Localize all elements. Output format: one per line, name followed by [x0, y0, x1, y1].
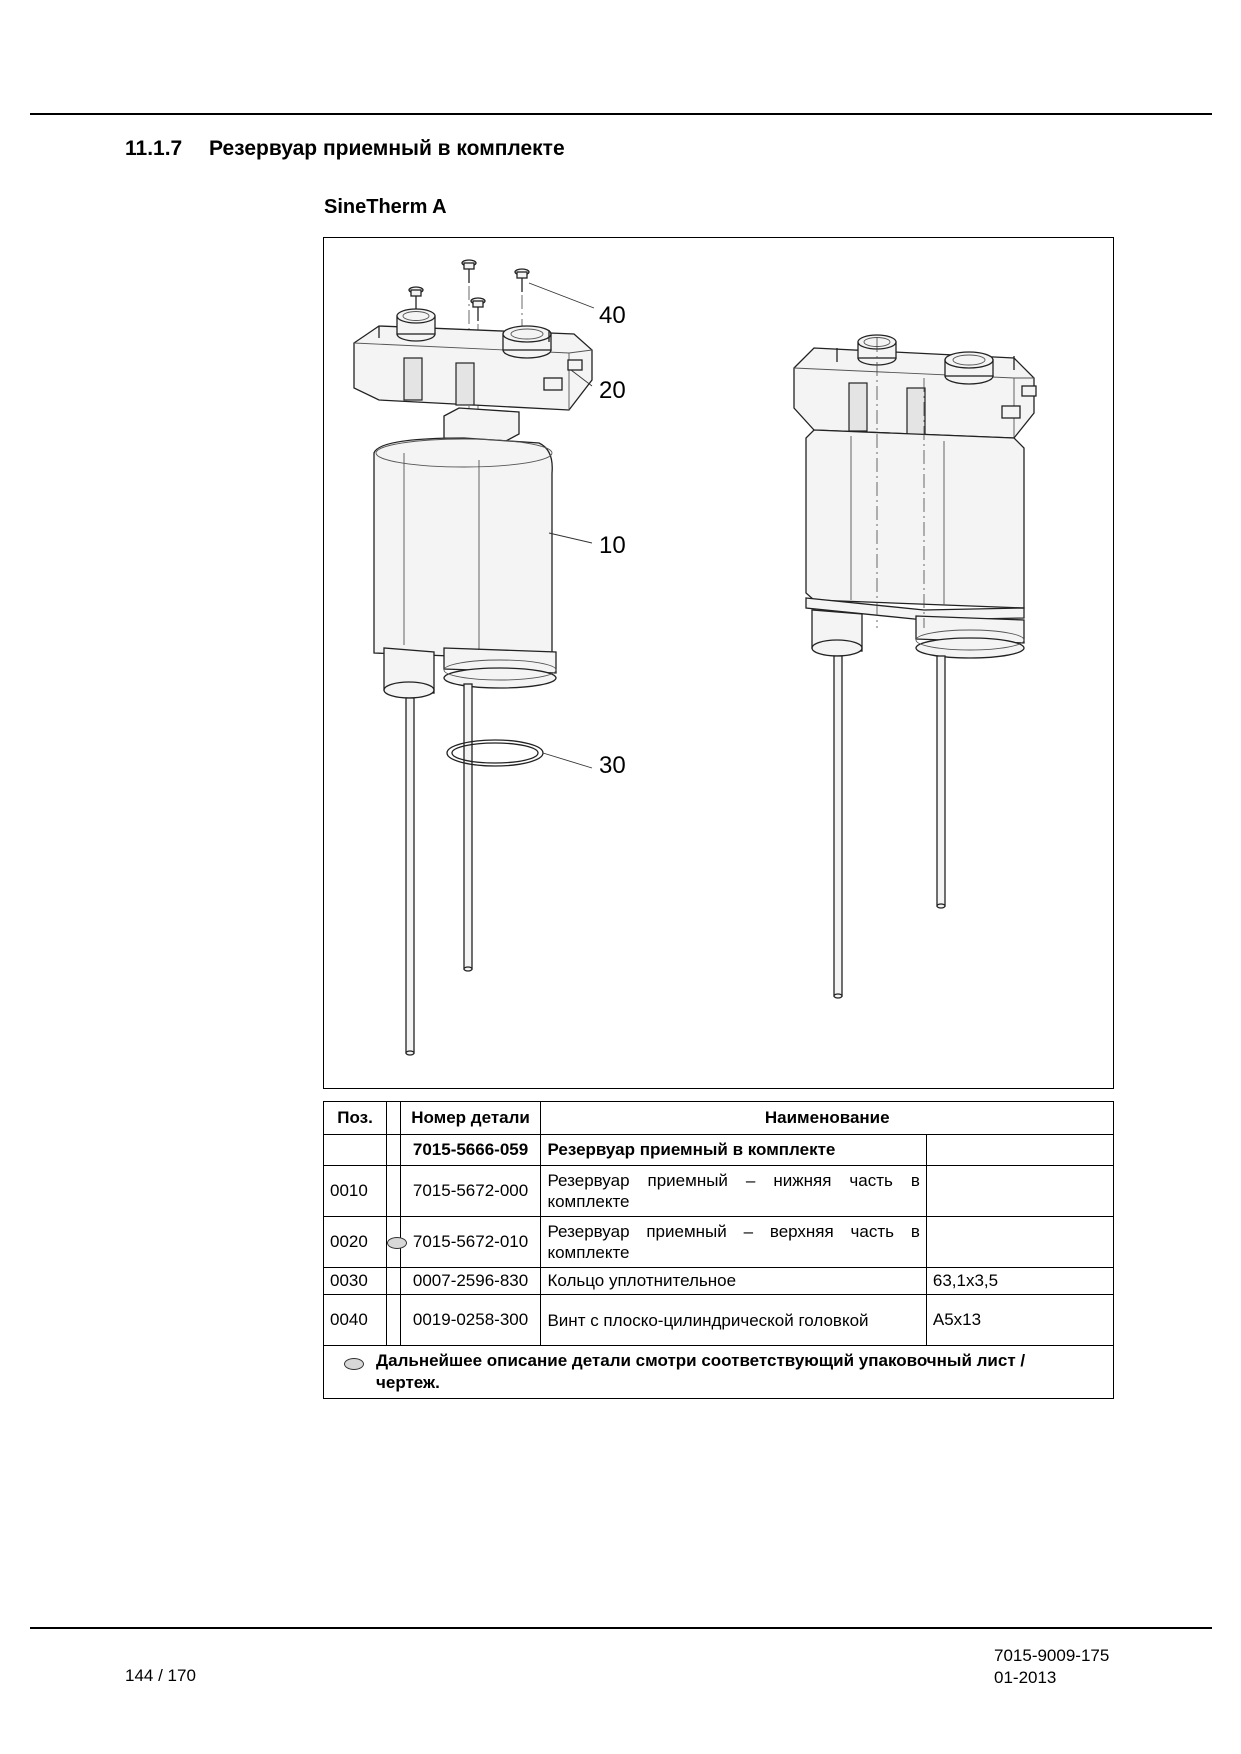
row-pos: 0040	[322, 1294, 388, 1346]
lower-part-10	[373, 437, 557, 1056]
row-pos: 0010	[322, 1165, 388, 1217]
row-extra	[925, 1165, 1115, 1217]
exploded-assembly: 40 20 10 30	[353, 259, 626, 1056]
callout-30: 30	[599, 752, 626, 779]
row-name: Резервуар приемный – нижняя часть в комп…	[540, 1165, 927, 1217]
callout-10: 10	[599, 532, 626, 559]
upper-part-20	[353, 308, 593, 411]
row-name: Винт с плоско-цилиндрической головкой	[540, 1294, 927, 1346]
reference-oval-icon	[387, 1236, 408, 1249]
reference-oval-icon	[344, 1357, 364, 1370]
row-part-number: 0007-2596-830	[399, 1267, 542, 1295]
header-name: Наименование	[540, 1101, 1114, 1135]
page-number: 144 / 170	[125, 1666, 196, 1685]
row-extra	[925, 1216, 1115, 1268]
header-rule	[30, 113, 1212, 115]
table-row: 0020 7015-5672-010 Резервуар приемный – …	[322, 1216, 1115, 1268]
table-header-row: Поз. Номер детали Наименование	[322, 1101, 1114, 1135]
assembly-part-number: 7015-5666-059	[399, 1134, 542, 1166]
footer-rule	[30, 1627, 1212, 1629]
assembled-unit	[793, 334, 1037, 999]
parts-table: Поз. Номер детали Наименование 7015-5666…	[322, 1101, 1115, 1399]
document-id: 7015-9009-175 01-2013	[994, 1645, 1109, 1689]
o-ring-30	[446, 739, 544, 767]
assembly-name: Резервуар приемный в комплекте	[540, 1134, 927, 1166]
row-pos: 0020	[322, 1216, 388, 1268]
exploded-view-figure: .ln { fill: none; stroke: #222; stroke-w…	[323, 237, 1114, 1089]
row-part-number: 7015-5672-000	[399, 1165, 542, 1217]
model-title: SineTherm A	[324, 196, 447, 218]
row-part-number: 7015-5672-010	[399, 1216, 542, 1268]
callout-40: 40	[599, 302, 626, 329]
row-extra: 63,1x3,5	[925, 1267, 1115, 1295]
row-part-number: 0019-0258-300	[399, 1294, 542, 1346]
table-row: 0040 0019-0258-300 Винт с плоско-цилиндр…	[322, 1294, 1115, 1346]
table-row: 0030 0007-2596-830 Кольцо уплотнительное…	[322, 1267, 1115, 1295]
doc-date: 01-2013	[994, 1668, 1057, 1687]
table-row: 0010 7015-5672-000 Резервуар приемный – …	[322, 1165, 1115, 1217]
row-extra: A5x13	[925, 1294, 1115, 1346]
section-number: 11.1.7	[125, 137, 183, 160]
row-pos: 0030	[322, 1267, 388, 1295]
table-footnote-row: Дальнейшее описание детали смотри соотве…	[323, 1345, 1114, 1399]
header-part-number: Номер детали	[399, 1101, 542, 1135]
section-heading: 11.1.7 Резервуар приемный в комплекте	[125, 137, 565, 161]
section-title: Резервуар приемный в комплекте	[209, 137, 565, 160]
header-mark	[386, 1101, 401, 1135]
table-row-assembly: 7015-5666-059 Резервуар приемный в компл…	[322, 1134, 1115, 1166]
footnote-text: Дальнейшее описание детали смотри соотве…	[376, 1351, 1026, 1392]
technical-drawing: .ln { fill: none; stroke: #222; stroke-w…	[353, 259, 1037, 1056]
doc-number: 7015-9009-175	[994, 1646, 1110, 1665]
callout-20: 20	[599, 377, 626, 404]
row-name: Резервуар приемный – верхняя часть в ком…	[540, 1216, 927, 1268]
row-name: Кольцо уплотнительное	[540, 1267, 927, 1295]
header-pos: Поз.	[322, 1101, 388, 1135]
